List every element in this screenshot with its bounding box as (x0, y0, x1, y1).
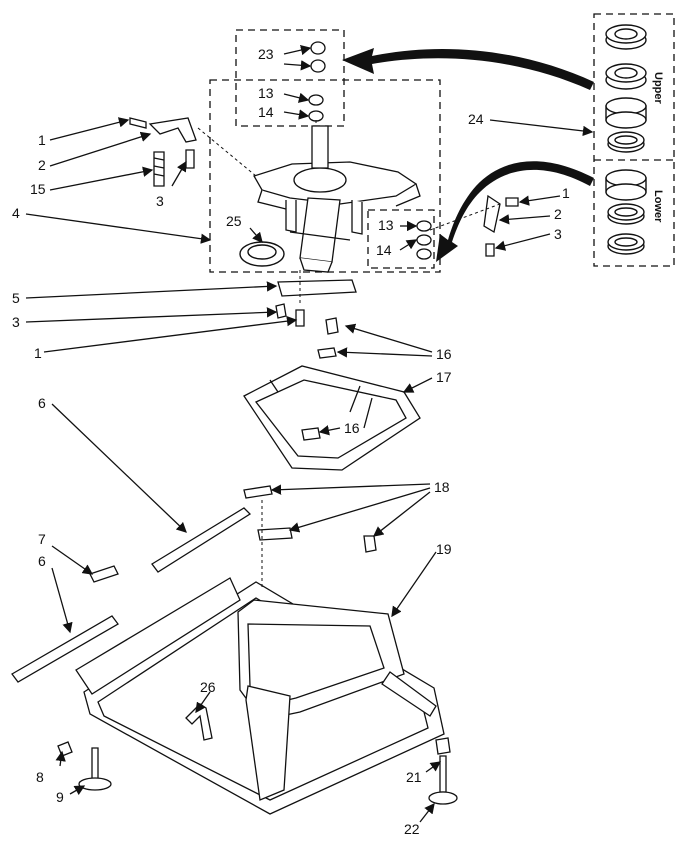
ring-upper-4 (607, 131, 645, 153)
callout-1: 1 (562, 185, 570, 201)
ring-upper-1 (605, 24, 647, 50)
callout-5: 5 (12, 290, 20, 306)
callout-8: 8 (36, 769, 44, 785)
callout-26: 26 (200, 679, 216, 695)
center-post-assembly (253, 125, 421, 273)
left-bracket-parts (129, 117, 197, 187)
callout-2: 2 (554, 206, 562, 222)
callout-3: 3 (12, 314, 20, 330)
ring-lower-1 (605, 169, 647, 201)
legend-bearings (605, 24, 647, 255)
callout-13: 13 (378, 217, 394, 233)
right-bracket-parts (483, 194, 519, 257)
upper-curved-arrow (342, 48, 594, 90)
callout-22: 22 (404, 821, 420, 837)
ring-upper-3 (605, 97, 647, 129)
callout-19: 19 (436, 541, 452, 557)
callout-9: 9 (56, 789, 64, 805)
bearing-box-top (235, 29, 345, 127)
callout-3: 3 (156, 193, 164, 209)
callout-13: 13 (258, 85, 274, 101)
ring-lower-3 (607, 233, 645, 255)
clips-18 (243, 485, 377, 553)
callout-6: 6 (38, 395, 46, 411)
leader-lines (25, 44, 594, 823)
callout-16: 16 (436, 346, 452, 362)
callout-2: 2 (38, 157, 46, 173)
callout-16: 16 (344, 420, 360, 436)
bearing-legend-box (593, 13, 675, 267)
callout-6: 6 (38, 553, 46, 569)
callout-18: 18 (434, 479, 450, 495)
dashed-boxes (209, 13, 675, 273)
callout-17: 17 (436, 369, 452, 385)
lower-curved-arrow (436, 161, 594, 262)
callout-1: 1 (38, 132, 46, 148)
tub-support-17 (243, 317, 421, 471)
callout-7: 7 (38, 531, 46, 547)
feet (57, 737, 458, 805)
callout-23: 23 (258, 46, 274, 62)
ring-lower-2 (607, 203, 645, 225)
alignment-lines (197, 120, 501, 590)
braces-6-7 (11, 507, 252, 683)
callout-14: 14 (376, 242, 392, 258)
bracket-5 (275, 279, 357, 327)
ring-upper-2 (605, 63, 647, 90)
callout-1: 1 (34, 345, 42, 361)
legend-lower-label: Lower (652, 190, 664, 223)
base-frame-19 (75, 577, 445, 815)
legend-upper-label: Upper (652, 72, 664, 104)
bearing-box-side (367, 209, 435, 269)
callout-4: 4 (12, 205, 20, 221)
callout-3: 3 (554, 226, 562, 242)
callout-24: 24 (468, 111, 484, 127)
side-bearings (416, 220, 432, 260)
center-post-box (209, 79, 441, 273)
callout-25: 25 (226, 213, 242, 229)
ring-25 (239, 241, 285, 267)
top-bearings (308, 41, 326, 122)
callout-14: 14 (258, 104, 274, 120)
callout-15: 15 (30, 181, 46, 197)
callout-21: 21 (406, 769, 422, 785)
curved-arrows (342, 48, 594, 262)
